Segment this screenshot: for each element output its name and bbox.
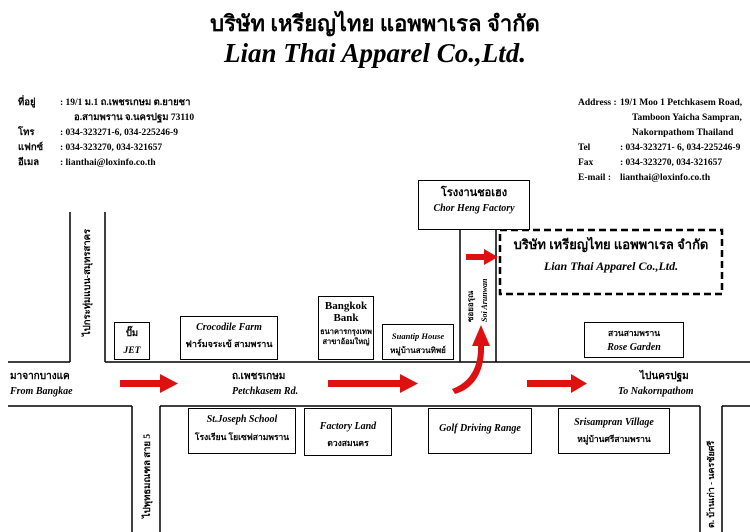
chor-heng-factory-box: โรงงานชอเฮง Chor Heng Factory [418, 180, 530, 230]
bangkok-bank-label-th-1: ธนาคารกรุงเทพ [320, 327, 372, 336]
address-line2-th: อ.สามพราน จ.นครปฐม 73110 [74, 113, 195, 123]
bangkok-bank-label-en-2: Bank [333, 312, 359, 324]
tel-label-en: Tel [578, 143, 591, 153]
rose-garden-label-th: สวนสามพราน [607, 328, 661, 338]
route-arrow [452, 325, 490, 394]
suantip-house-box: Suantip House หมู่บ้านสวนทิพย์ [382, 324, 454, 360]
bangkok-bank-label-en-1: Bangkok [324, 300, 368, 312]
rose-garden-box: สวนสามพราน Rose Garden [584, 322, 684, 358]
address-line2-en: Tamboon Yaicha Sampran, [632, 113, 742, 123]
bangkok-bank-label-th-2: สาขาอ้อมใหญ่ [322, 337, 370, 346]
golf-label-en: Golf Driving Range [439, 423, 521, 434]
jet-label-th: ปั๊ม [125, 329, 139, 339]
petchkasem-road-label-th: ถ.เพชรเกษม [232, 371, 286, 382]
rose-garden-label-en: Rose Garden [607, 342, 661, 353]
lian-thai-label-en: Lian Thai Apparel Co.,Ltd. [543, 259, 679, 273]
jet-label-en: JET [123, 346, 141, 356]
srisampran-label-th: หมู่บ้านศรีสามพราน [577, 434, 651, 444]
fax-label-en: Fax [578, 158, 594, 168]
jet-station-box: ปั๊ม JET [114, 322, 150, 360]
route-arrow [527, 374, 587, 393]
phone-th: : 034-323271-6, 034-225246-9 [60, 128, 178, 138]
email-th: : lianthai@loxinfo.co.th [60, 158, 156, 168]
soi-road-label-th: ซอยอรุณ [466, 290, 475, 322]
from-bangkae-label-th: มาจากบางแค [10, 371, 70, 382]
email-label-en: E-mail : [578, 173, 611, 183]
lian-thai-location: บริษัท เหรียญไทย แอพพาเรล จำกัด Lian Tha… [502, 236, 720, 274]
address-label-en: Address : [578, 98, 617, 108]
route-arrow [328, 374, 418, 393]
st-joseph-label-th: โรงเรียน โยเซฟสามพราน [194, 432, 290, 442]
route-arrow [466, 249, 498, 265]
from-bangkae-label-en: From Bangkae [10, 386, 73, 397]
soi-road-label-en: Soi Arunwan [480, 278, 489, 322]
factory-land-label-th: ดวงสมนคร [327, 438, 369, 448]
company-title-thai: บริษัท เหรียญไทย แอพพาเรล จำกัด [210, 11, 540, 36]
petchkasem-road-label-en: Petchkasem Rd. [232, 386, 299, 397]
crocodile-label-th: ฟาร์มจระเข้ สามพราน [185, 339, 273, 349]
factory-land-box: Factory Land ดวงสมนคร [304, 408, 392, 456]
st-joseph-label-en: St.Joseph School [206, 414, 278, 425]
address-line1-th: : 19/1 ม.1 ถ.เพชรเกษม ต.ยายชา [60, 98, 191, 108]
email-en: lianthai@loxinfo.co.th [620, 173, 711, 183]
suantip-label-en: Suantip House [391, 331, 445, 341]
company-title-english: Lian Thai Apparel Co.,Ltd. [223, 38, 527, 68]
fax-th: : 034-323270, 034-321657 [60, 143, 163, 153]
golf-driving-range-box: Golf Driving Range [428, 408, 532, 454]
tel-en: : 034-323271- 6, 034-225246-9 [620, 143, 741, 153]
to-nakornpathom-label-th: ไปนครปฐม [640, 371, 689, 382]
krathumbaen-road-label: ไปกระทุ่มแบน-สมุทรสาคร [83, 228, 93, 336]
address-line3-en: Nakornpathom Thailand [632, 128, 734, 138]
crocodile-farm-box: Crocodile Farm ฟาร์มจระเข้ สามพราน [180, 316, 278, 360]
lian-thai-label-th: บริษัท เหรียญไทย แอพพาเรล จำกัด [513, 237, 709, 252]
address-label-th: ที่อยู่ [18, 98, 36, 108]
st-joseph-school-box: St.Joseph School โรงเรียน โยเซฟสามพราน [188, 408, 296, 454]
bangkok-bank-box: Bangkok Bank ธนาคารกรุงเทพ สาขาอ้อมใหญ่ [318, 296, 374, 360]
srisampran-label-en: Srisampran Village [574, 417, 654, 428]
chor-heng-label-en: Chor Heng Factory [433, 203, 515, 214]
lian-thai-dashed-outline [498, 228, 724, 296]
address-line1-en: 19/1 Moo 1 Petchkasem Road, [620, 98, 743, 108]
crocodile-label-en: Crocodile Farm [196, 322, 262, 333]
route-arrow [120, 374, 178, 393]
fax-en: : 034-323270, 034-321657 [620, 158, 723, 168]
chor-heng-label-th: โรงงานชอเฮง [440, 187, 508, 199]
ban-kao-road-label: ต. บ้านเก่า - นครชัยศรี [706, 440, 716, 528]
factory-land-label-en: Factory Land [319, 421, 377, 432]
phone-label-th: โทร [18, 128, 35, 138]
contact-info-english: Address :19/1 Moo 1 Petchkasem Road, Tam… [578, 96, 742, 186]
contact-info-thai: ที่อยู่ : 19/1 ม.1 ถ.เพชรเกษม ต.ยายชา อ.ส… [18, 96, 194, 171]
phutthamonthon-road-label: ไปพุทธมณฑล สาย 5 [143, 433, 153, 518]
srisampran-village-box: Srisampran Village หมู่บ้านศรีสามพราน [558, 408, 670, 454]
to-nakornpathom-label-en: To Nakornpathom [618, 386, 694, 397]
suantip-label-th: หมู่บ้านสวนทิพย์ [390, 346, 446, 355]
fax-label-th: แฟกซ์ [18, 143, 44, 153]
email-label-th: อีเมล [18, 158, 40, 168]
